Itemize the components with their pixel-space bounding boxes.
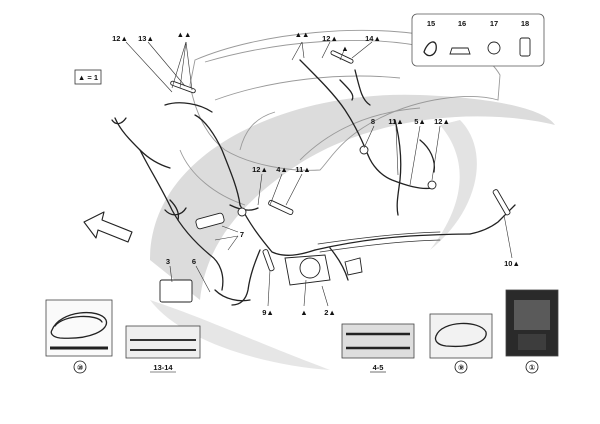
callout-12-top-center: 12▲ bbox=[322, 34, 338, 43]
callout-13: 13▲ bbox=[138, 34, 154, 43]
callout-triangle-bottom: ▲ bbox=[300, 308, 307, 317]
thumbnail-label-1: ① bbox=[529, 363, 536, 372]
photo-thumbnails: ⑩ 13-14 4-5 ⑨ ① bbox=[45, 289, 559, 374]
callout-11-right: 11▲ bbox=[388, 117, 403, 126]
harness-components bbox=[159, 50, 511, 303]
callout-6: 6 bbox=[192, 257, 196, 266]
bracket-part bbox=[344, 257, 363, 276]
callout-3: 3 bbox=[166, 257, 170, 266]
callout-8: 8 bbox=[371, 117, 375, 126]
cable-tie-icon bbox=[423, 41, 437, 57]
inset-label-16: 16 bbox=[458, 19, 466, 28]
leader-lines bbox=[125, 41, 513, 307]
connector-8 bbox=[359, 145, 369, 155]
callout-5: 5▲ bbox=[414, 117, 426, 126]
sensor-rod-9 bbox=[262, 249, 275, 272]
connector-cluster-7 bbox=[195, 212, 225, 230]
thumbnail-cable-9: ⑨ bbox=[429, 313, 493, 374]
background-swoosh bbox=[150, 94, 555, 370]
front-direction-arrow-icon bbox=[83, 211, 133, 243]
fuse-icon bbox=[519, 37, 531, 57]
callout-12-top-left: 12▲ bbox=[112, 34, 128, 43]
connector-12 bbox=[427, 180, 437, 190]
thumbnail-label-4-5: 4-5 bbox=[373, 363, 384, 372]
thumbnail-label-10: ⑩ bbox=[77, 363, 83, 372]
callout-4: 4▲ bbox=[276, 165, 288, 174]
thumbnail-label-9: ⑨ bbox=[458, 363, 464, 372]
clip-icon bbox=[449, 47, 471, 55]
thumbnail-rods-13-14: 13-14 bbox=[125, 325, 201, 373]
callout-triangles-left: ▲▲ bbox=[177, 30, 192, 39]
callout-11-middle: 11▲ bbox=[295, 165, 310, 174]
legend: ▲ = 1 bbox=[74, 69, 102, 85]
inset-label-15: 15 bbox=[427, 19, 435, 28]
wiring-harness bbox=[111, 59, 516, 306]
inset-label-17: 17 bbox=[490, 19, 498, 28]
thumbnail-cable-10: ⑩ bbox=[45, 299, 113, 374]
callout-10: 10▲ bbox=[504, 259, 520, 268]
callouts: 12▲ 13▲ ▲▲ ▲▲ 12▲ ▲ 14▲ 8 11▲ 5▲ 12▲ 12▲… bbox=[112, 30, 520, 317]
pump-motor bbox=[299, 257, 321, 279]
callout-12-middle: 12▲ bbox=[252, 165, 268, 174]
callout-triangles-center: ▲▲ bbox=[295, 30, 310, 39]
thumbnail-module-1: ① bbox=[505, 289, 559, 374]
car-body-outline bbox=[179, 29, 501, 206]
callout-triangle-top-center: ▲ bbox=[341, 44, 348, 53]
callout-14: 14▲ bbox=[365, 34, 381, 43]
sensor-rod-10 bbox=[492, 189, 511, 216]
sensor-rod-4 bbox=[268, 199, 294, 216]
detail-inset: 15 16 17 18 bbox=[411, 13, 545, 67]
callout-2: 2▲ bbox=[324, 308, 336, 317]
callout-12-right: 12▲ bbox=[434, 117, 450, 126]
thumbnail-label-13-14: 13-14 bbox=[153, 363, 173, 372]
thumbnail-rods-4-5: 4-5 bbox=[341, 323, 415, 373]
sensor-rod-14 bbox=[330, 50, 354, 64]
sensor-rod-13 bbox=[170, 80, 196, 94]
inset-label-18: 18 bbox=[521, 19, 529, 28]
connector-12-lower bbox=[237, 207, 247, 217]
control-module-part-3 bbox=[159, 279, 193, 303]
callout-7: 7 bbox=[240, 230, 244, 239]
callout-9: 9▲ bbox=[262, 308, 274, 317]
grommet-icon bbox=[487, 41, 501, 55]
legend-text: ▲ = 1 bbox=[78, 73, 98, 82]
